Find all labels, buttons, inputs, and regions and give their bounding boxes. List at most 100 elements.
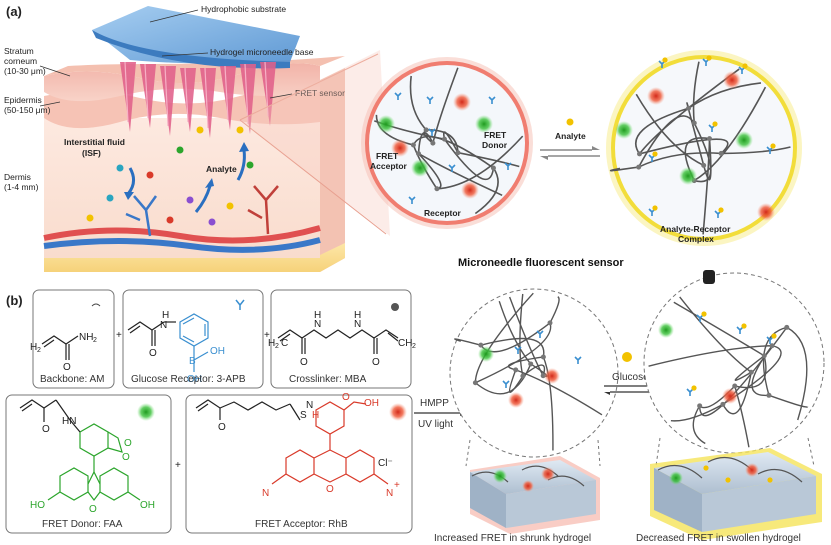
receptor-mark [686,388,694,396]
microneedle [260,62,276,126]
receptor-mark [696,314,704,322]
acceptor-dot [461,181,479,199]
microneedle [160,66,176,136]
rhb-atoms: O S N H OH O O N N + [218,392,400,499]
receptor-mark [394,92,402,100]
stratum-corneum-label-2: corneum [4,56,37,66]
analyte-dot [742,63,748,69]
donor-dot [669,471,683,485]
receptor-mark [488,96,496,104]
stratum-corneum-label-3: (10-30 μm) [4,66,46,76]
epidermis-label-2: (50-150 μm) [4,105,51,115]
receptor-mark [536,330,544,338]
swollen-caption: Decreased FRET in swollen hydrogel [636,533,801,544]
chloride-label: Cl⁻ [378,458,393,469]
donor-dot [478,346,494,362]
probe-tip [703,270,715,284]
backbone-caption: Backbone: AM [40,374,104,385]
microneedle-base-label: Hydrogel microneedle base [210,47,314,57]
particle [176,146,184,154]
svg-text:O: O [218,422,226,433]
mba-structure [277,329,399,354]
svg-text:2: 2 [37,347,41,354]
svg-text:O: O [124,438,132,449]
apb-structure [127,313,209,372]
acceptor-dot [522,480,534,492]
acceptor-dot [541,467,555,481]
particle [106,194,114,202]
microneedle [200,68,216,138]
particle [146,171,154,179]
analyte-dot [691,385,697,391]
faa-linker [19,399,81,433]
svg-text:OH: OH [187,374,202,385]
acceptor-dot [508,392,524,408]
donor-dot [411,159,429,177]
receptor-mark [426,96,434,104]
analyte-dot [706,55,712,61]
acceptor-dot [723,71,741,89]
faa-atoms: O HN O O HO O OH [30,416,155,515]
svg-text:2: 2 [93,337,97,344]
particle [86,214,94,222]
hydrophobic-substrate [92,6,300,69]
acceptor-dot [722,388,738,404]
svg-text:OH: OH [140,500,155,511]
microneedle [140,64,156,128]
glucose-receptor-caption: Glucose Receptor: 3-APB [131,374,246,385]
microneedle-sensor-title: Microneedle fluorescent sensor [458,257,624,269]
particle [186,196,194,204]
analyte-dot [652,151,658,157]
receptor-mark [502,380,510,388]
acceptor-dot [453,93,471,111]
analyte-dot [652,205,658,211]
complex-label-1: Analyte-Receptor [660,224,731,234]
panel-a-label: (a) [6,4,22,19]
particle [208,218,216,226]
complex-label-2: Complex [678,234,714,244]
particle [196,126,204,134]
analyte-dot [725,477,731,483]
hmpp-label: HMPP [420,398,449,409]
svg-text:S: S [300,410,307,421]
microneedle [220,66,236,130]
isf-label-2: (ISF) [82,148,101,158]
stratum-corneum-label-1: Stratum [4,46,34,56]
blood-vessels [43,185,321,253]
svg-text:OH: OH [364,398,379,409]
donor-box [5,394,172,534]
svg-text:H: H [30,342,37,353]
analyte-dot [703,465,709,471]
svg-text:N: N [386,488,393,499]
svg-text:2: 2 [412,343,416,350]
equilibrium-arrows-a [540,118,600,160]
particle [236,126,244,134]
panel-b-label: (b) [6,293,23,308]
acceptor-box [185,394,413,534]
plus-sign-3: + [175,460,181,471]
acceptor-dot [391,139,409,157]
backbone-box [32,289,115,389]
swollen-network-circle [643,272,825,454]
isf-arrow [126,167,135,195]
am-icon [91,303,101,307]
dermis-label-1: Dermis [4,172,31,182]
donor-dot [377,115,395,133]
svg-text:O: O [300,357,308,368]
receptor-mark [428,128,436,136]
svg-text:O: O [89,504,97,515]
analyte-dot [771,333,777,339]
svg-text:N: N [354,319,361,330]
fret-acceptor-label-2: Acceptor [370,161,408,171]
glucose-receptor-box [122,289,264,389]
rhb-structure [195,399,301,421]
donor-dot [475,115,493,133]
microneedle [180,68,196,132]
svg-text:O: O [342,392,350,403]
fret-network-shrunk-circle [361,57,533,229]
plus-sign-1: + [116,330,122,341]
zoom-line-shrunk [465,439,471,467]
